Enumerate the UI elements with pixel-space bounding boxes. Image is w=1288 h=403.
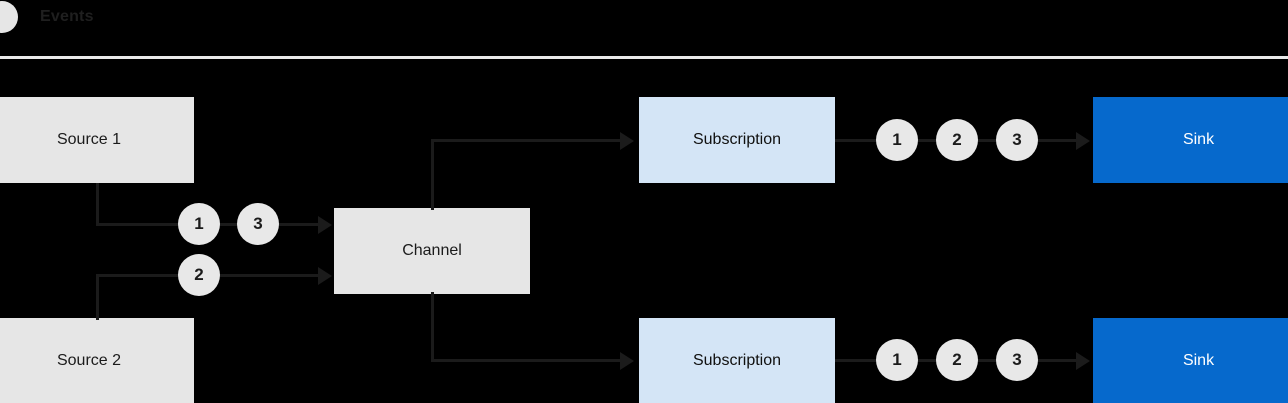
node-channel[interactable]: Channel bbox=[334, 208, 530, 294]
wire-channel-to-sub1-rise bbox=[431, 140, 434, 210]
event-circle-egress1-1: 1 bbox=[876, 119, 918, 161]
legend-label: Events bbox=[40, 8, 94, 25]
node-subscription-2[interactable]: Subscription bbox=[639, 318, 835, 403]
arrow-source1-to-channel bbox=[318, 216, 332, 234]
node-subscription-1-label: Subscription bbox=[692, 131, 782, 148]
wire-source1-drop bbox=[96, 183, 99, 226]
node-source-1-label: Source 1 bbox=[56, 131, 122, 148]
arrow-channel-to-subscription-2 bbox=[620, 352, 634, 370]
node-channel-label: Channel bbox=[402, 242, 462, 259]
header-divider bbox=[0, 56, 1288, 59]
wire-channel-to-sub2-drop bbox=[431, 292, 434, 362]
node-source-2[interactable]: Source 2 bbox=[0, 318, 194, 403]
node-sink-1[interactable]: Sink bbox=[1093, 97, 1288, 183]
event-circle-ingress-2: 2 bbox=[178, 254, 220, 296]
event-circle-egress2-2: 2 bbox=[936, 339, 978, 381]
event-circle-ingress-1: 1 bbox=[178, 203, 220, 245]
node-sink-2-label: Sink bbox=[1182, 352, 1215, 369]
node-source-1[interactable]: Source 1 bbox=[0, 97, 194, 183]
arrow-subscription-2-to-sink bbox=[1076, 352, 1090, 370]
node-sink-1-label: Sink bbox=[1182, 131, 1215, 148]
arrow-subscription-1-to-sink bbox=[1076, 132, 1090, 150]
event-circle-egress2-1: 1 bbox=[876, 339, 918, 381]
arrow-channel-to-subscription-1 bbox=[620, 132, 634, 150]
event-circle-egress1-3: 3 bbox=[996, 119, 1038, 161]
event-circle-ingress-3: 3 bbox=[237, 203, 279, 245]
node-sink-2[interactable]: Sink bbox=[1093, 318, 1288, 403]
arrow-source2-to-channel bbox=[318, 267, 332, 285]
wire-source2-rise bbox=[96, 274, 99, 320]
event-circle-egress2-3: 3 bbox=[996, 339, 1038, 381]
event-circle-egress1-2: 2 bbox=[936, 119, 978, 161]
wire-channel-to-sub2-lane bbox=[431, 359, 623, 362]
event-dot-icon bbox=[0, 1, 18, 33]
node-source-2-label: Source 2 bbox=[56, 352, 122, 369]
legend: Events bbox=[0, 0, 94, 34]
node-subscription-2-label: Subscription bbox=[692, 352, 782, 369]
node-subscription-1[interactable]: Subscription bbox=[639, 97, 835, 183]
wire-channel-to-sub1-lane bbox=[431, 139, 623, 142]
